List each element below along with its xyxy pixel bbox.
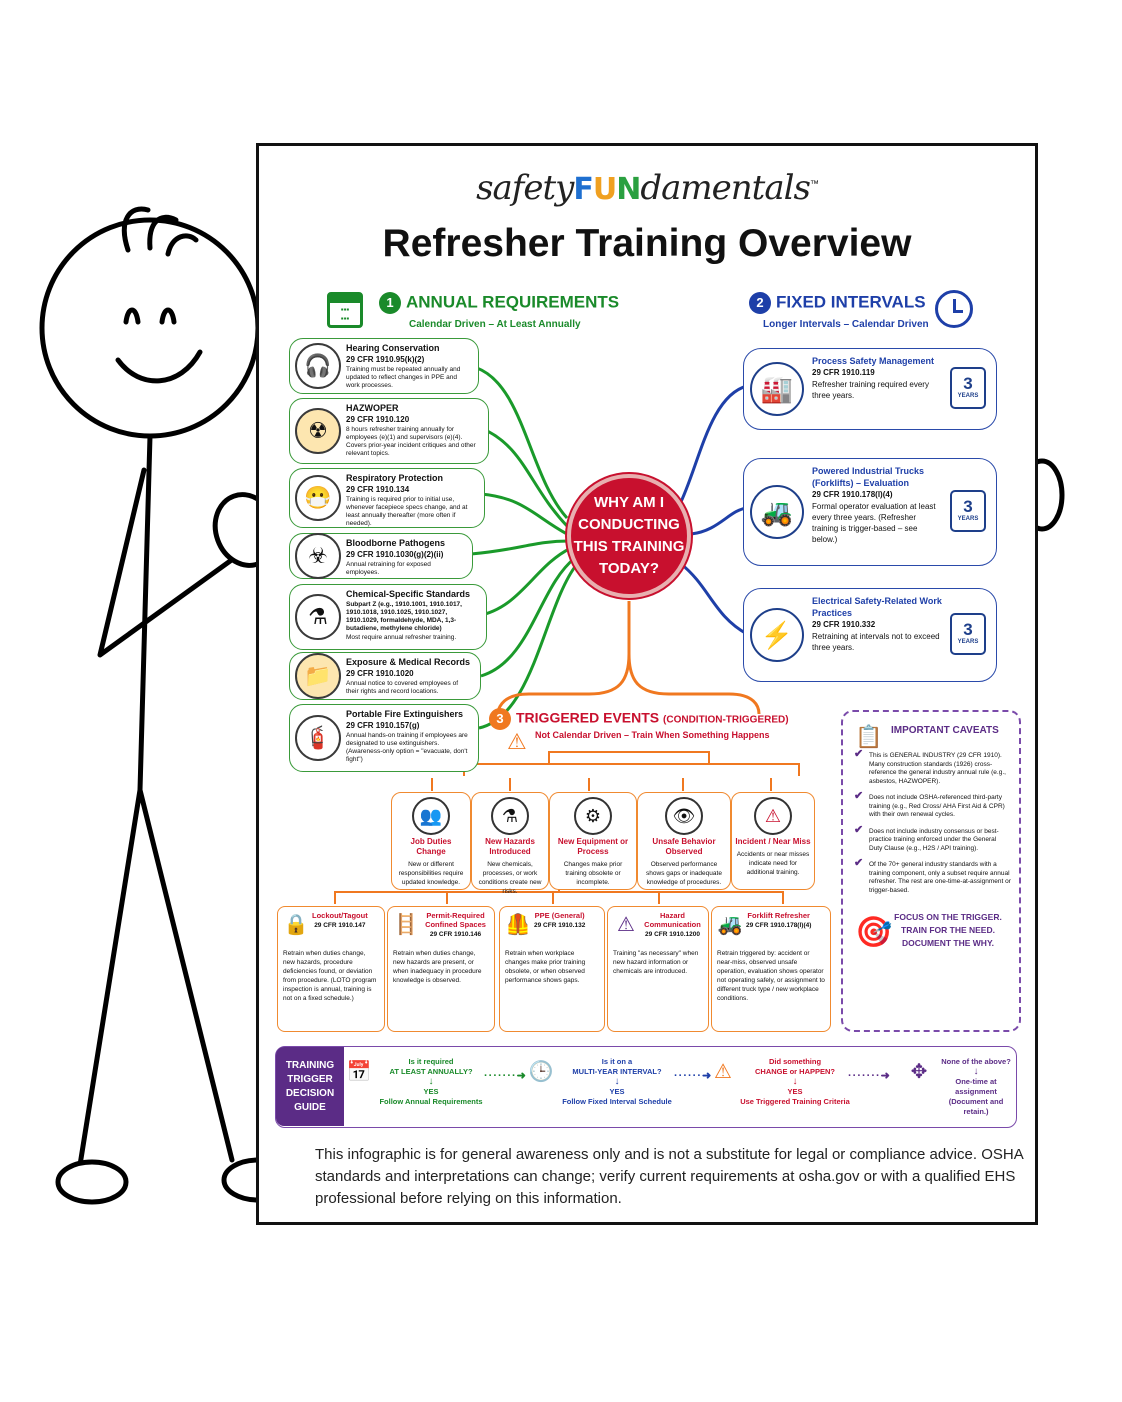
dotted-arrow-icon: ·······➜ — [848, 1070, 891, 1082]
lightning-icon: ⚡ — [750, 608, 804, 662]
trigger-incident: ⚠ Incident / Near Miss Accidents or near… — [731, 792, 815, 890]
triggered-subheading: Not Calendar Driven – Train When Somethi… — [535, 730, 770, 740]
decision-step-none: ✥ None of the above? ↓ One-time at assig… — [911, 1057, 1016, 1117]
gear-icon: ⚙ — [574, 797, 612, 835]
decision-guide: TRAINING TRIGGER DECISION GUIDE 📅 Is it … — [275, 1046, 1017, 1128]
arrow-down-icon: ↓ — [614, 1076, 620, 1087]
lock-icon: 🔒 — [283, 914, 309, 936]
warning-icon: ⚠ — [714, 1061, 732, 1083]
check-icon: ✔ — [854, 790, 864, 802]
fixed-card-forklift: 🚜 Powered Industrial Trucks (Forklifts) … — [743, 458, 997, 566]
annual-card-records: 📁 Exposure & Medical Records 29 CFR 1910… — [289, 652, 481, 700]
scatter-arrows-icon: ✥ — [910, 1061, 928, 1083]
central-question: WHY AM I CONDUCTING THIS TRAINING TODAY? — [567, 474, 691, 598]
forklift-icon: 🚜 — [717, 914, 743, 936]
arrow-down-icon: ↓ — [973, 1066, 979, 1077]
decision-step-annual: 📅 Is it required AT LEAST ANNUALLY? ↓ YE… — [347, 1057, 486, 1107]
headphones-icon: 🎧 — [295, 343, 341, 389]
checklist-icon: 📋 — [855, 724, 883, 749]
hazmat-worker-icon: ☢ — [295, 408, 341, 454]
arrow-down-icon: ↓ — [792, 1076, 798, 1087]
decision-step-triggered: ⚠ Did something CHANGE or HAPPEN? ↓ YES … — [714, 1057, 850, 1107]
disclaimer: This infographic is for general awarenes… — [315, 1146, 1023, 1207]
annual-card-hazwoper: ☢ HAZWOPER 29 CFR 1910.120 8 hours refre… — [289, 398, 489, 464]
calendar-icon: 📅 — [346, 1061, 372, 1083]
dotted-arrow-icon: ······➜ — [674, 1070, 713, 1082]
trigger-job-duties: 👥 Job Duties Change New or different res… — [391, 792, 471, 890]
dotted-arrow-icon: ·······➜ — [484, 1070, 527, 1082]
people-swap-icon: 👥 — [412, 797, 450, 835]
page-title: Refresher Training Overview — [382, 222, 912, 265]
annual-subheading: Calendar Driven – At Least Annually — [409, 319, 581, 330]
clock-icon: 🕒 — [528, 1061, 554, 1083]
eye-icon: 👁 — [665, 797, 703, 835]
warning-icon: ⚠ — [754, 797, 792, 835]
flask-icon: ⚗ — [491, 797, 529, 835]
target-icon: 🎯 — [855, 916, 893, 949]
annual-card-extinguishers: 🧯 Portable Fire Extinguishers 29 CFR 191… — [289, 704, 479, 772]
annual-card-chemical: ⚗ Chemical-Specific Standards Subpart Z … — [289, 584, 487, 650]
check-icon: ✔ — [854, 823, 864, 836]
standard-ppe: 🦺PPE (General)29 CFR 1910.132 Retrain wh… — [499, 906, 605, 1032]
annual-card-bloodborne: ☣ Bloodborne Pathogens 29 CFR 1910.1030(… — [289, 533, 473, 579]
infographic-board: safetyFUNdamentals™ Refresher Training O… — [256, 143, 1038, 1225]
check-icon: ✔ — [854, 748, 864, 760]
brand-logo: safetyFUNdamentals™ — [476, 168, 819, 208]
trigger-new-hazards: ⚗ New Hazards Introduced New chemicals, … — [471, 792, 549, 895]
clock-icon — [935, 290, 973, 328]
trigger-unsafe-behavior: 👁 Unsafe Behavior Observed Observed perf… — [637, 792, 731, 890]
fixed-subheading: Longer Intervals – Calendar Driven — [763, 319, 929, 330]
check-icon: ✔ — [854, 857, 864, 869]
decision-guide-label: TRAINING TRIGGER DECISION GUIDE — [276, 1047, 344, 1126]
biohazard-icon: ☣ — [295, 533, 341, 579]
folder-icon: 📁 — [295, 653, 341, 699]
decision-step-interval: 🕒 Is it on a MULTI-YEAR INTERVAL? ↓ YES … — [529, 1057, 676, 1107]
important-caveats: 📋 IMPORTANT CAVEATS ✔This is GENERAL IND… — [841, 710, 1021, 1032]
factory-icon: 🏭 — [750, 362, 804, 416]
hazcom-label-icon: ⚠ — [617, 914, 635, 936]
flask-icon: ⚗ — [295, 594, 341, 640]
fixed-card-psm: 🏭 Process Safety Management 29 CFR 1910.… — [743, 348, 997, 430]
fire-extinguisher-icon: 🧯 — [295, 715, 341, 761]
ladder-icon: 🪜 — [393, 914, 419, 936]
mind-map-connectors — [334, 366, 800, 904]
vest-icon: 🦺 — [505, 914, 531, 936]
trigger-new-equipment: ⚙ New Equipment or Process Changes make … — [549, 792, 637, 890]
forklift-icon: 🚜 — [750, 485, 804, 539]
annual-card-hearing: 🎧 Hearing Conservation 29 CFR 1910.95(k)… — [289, 338, 479, 394]
annual-card-respiratory: 😷 Respiratory Protection 29 CFR 1910.134… — [289, 468, 485, 528]
calendar-icon: ▪▪▪▪▪▪ — [327, 292, 363, 328]
respirator-icon: 😷 — [295, 475, 341, 521]
fixed-card-electrical: ⚡ Electrical Safety-Related Work Practic… — [743, 588, 997, 682]
warning-icon: ⚠ — [507, 729, 527, 754]
arrow-down-icon: ↓ — [428, 1076, 434, 1087]
